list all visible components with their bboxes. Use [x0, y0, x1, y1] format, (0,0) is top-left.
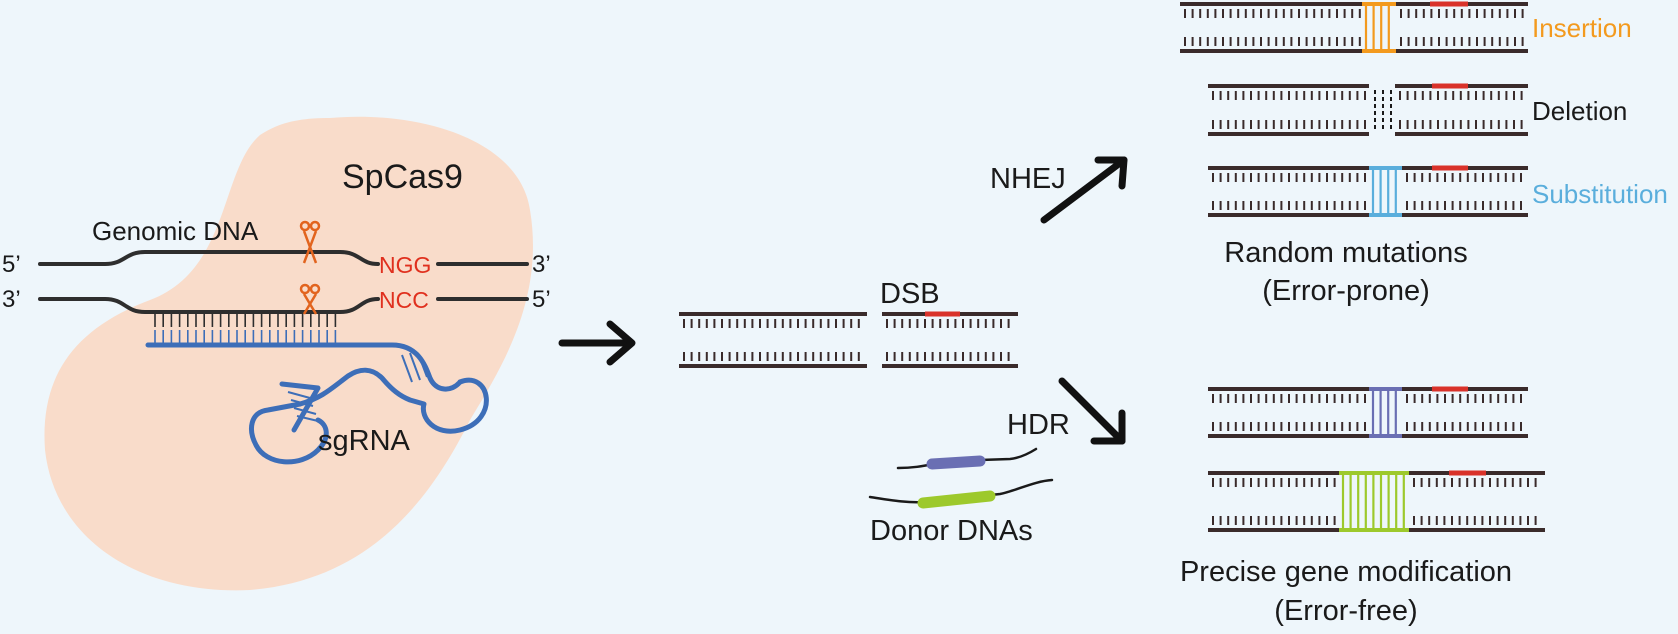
dna-fragment	[1402, 165, 1528, 217]
pam-ncc-label: NCC	[379, 287, 429, 313]
sgrna-hairpin-tail	[279, 381, 321, 433]
dna-rna-hybrid-rna-ticks	[154, 330, 337, 343]
dna-fragment	[1396, 1, 1528, 53]
sgrna-stem-ticks	[287, 352, 428, 422]
sgrna-loop-left	[249, 401, 329, 465]
donor-dnas	[868, 447, 1054, 509]
dna-fragment	[882, 311, 1018, 368]
dsb-label: DSB	[880, 278, 940, 310]
donor-insert-1	[1369, 387, 1402, 438]
top-3prime-label: 3’	[532, 251, 551, 278]
scissors-bottom-icon	[299, 283, 321, 315]
dna-fragment	[1402, 386, 1528, 438]
top-strand	[38, 250, 380, 266]
genomic-dna-strands	[38, 250, 529, 314]
donor-dna-2-insert	[917, 490, 996, 509]
bottom-5prime-label: 5’	[532, 286, 551, 313]
precise-error-free-label: (Error-free)	[1274, 595, 1417, 627]
bottom-strand	[38, 297, 380, 314]
sgrna-backbone	[145, 342, 463, 392]
dna-fragment	[1409, 470, 1545, 532]
dna-fragment	[1208, 387, 1369, 438]
top-5prime-label: 5’	[2, 251, 21, 278]
cas9-blob	[44, 116, 533, 591]
dna-fragment	[1208, 84, 1369, 136]
dna-fragment	[1395, 83, 1528, 136]
deletion-gap	[1374, 90, 1392, 130]
cas9-label: SpCas9	[342, 158, 463, 196]
insertion-block	[1362, 2, 1396, 53]
precise-modification-label: Precise gene modification	[1180, 556, 1512, 588]
pam-ngg-label: NGG	[379, 252, 431, 278]
sgrna-label: sgRNA	[318, 425, 411, 457]
sgrna-loop-right	[297, 367, 489, 434]
hdr-arrow-icon	[1058, 377, 1126, 445]
dna-fragment	[1208, 166, 1369, 217]
outcome-dna-rows	[1180, 1, 1545, 532]
donor-insert-2	[1339, 471, 1409, 532]
donor-dnas-label: Donor DNAs	[870, 515, 1033, 547]
substitution-label: Substitution	[1532, 179, 1668, 209]
dsb-dna-fragments	[679, 311, 1018, 368]
deletion-label: Deletion	[1532, 96, 1627, 126]
dna-fragment	[1208, 471, 1339, 532]
donor-dna-1-insert	[926, 455, 986, 470]
insertion-label: Insertion	[1532, 13, 1632, 43]
nhej-label: NHEJ	[990, 163, 1066, 195]
random-error-prone-label: (Error-prone)	[1262, 275, 1430, 307]
substitution-block	[1369, 166, 1402, 217]
bottom-3prime-label: 3’	[2, 286, 21, 313]
dna-rna-hybrid-dna-ticks	[154, 314, 337, 327]
random-mutations-label: Random mutations	[1224, 237, 1467, 269]
dna-fragment	[1180, 2, 1362, 53]
scissors-top-icon	[299, 220, 321, 264]
dna-fragment	[679, 312, 867, 368]
genomic-dna-label: Genomic DNA	[92, 216, 259, 246]
hdr-label: HDR	[1007, 409, 1070, 441]
sgrna-structure	[145, 342, 489, 465]
nhej-arrow-icon	[1040, 156, 1128, 224]
arrow-to-dsb-icon	[558, 320, 636, 366]
